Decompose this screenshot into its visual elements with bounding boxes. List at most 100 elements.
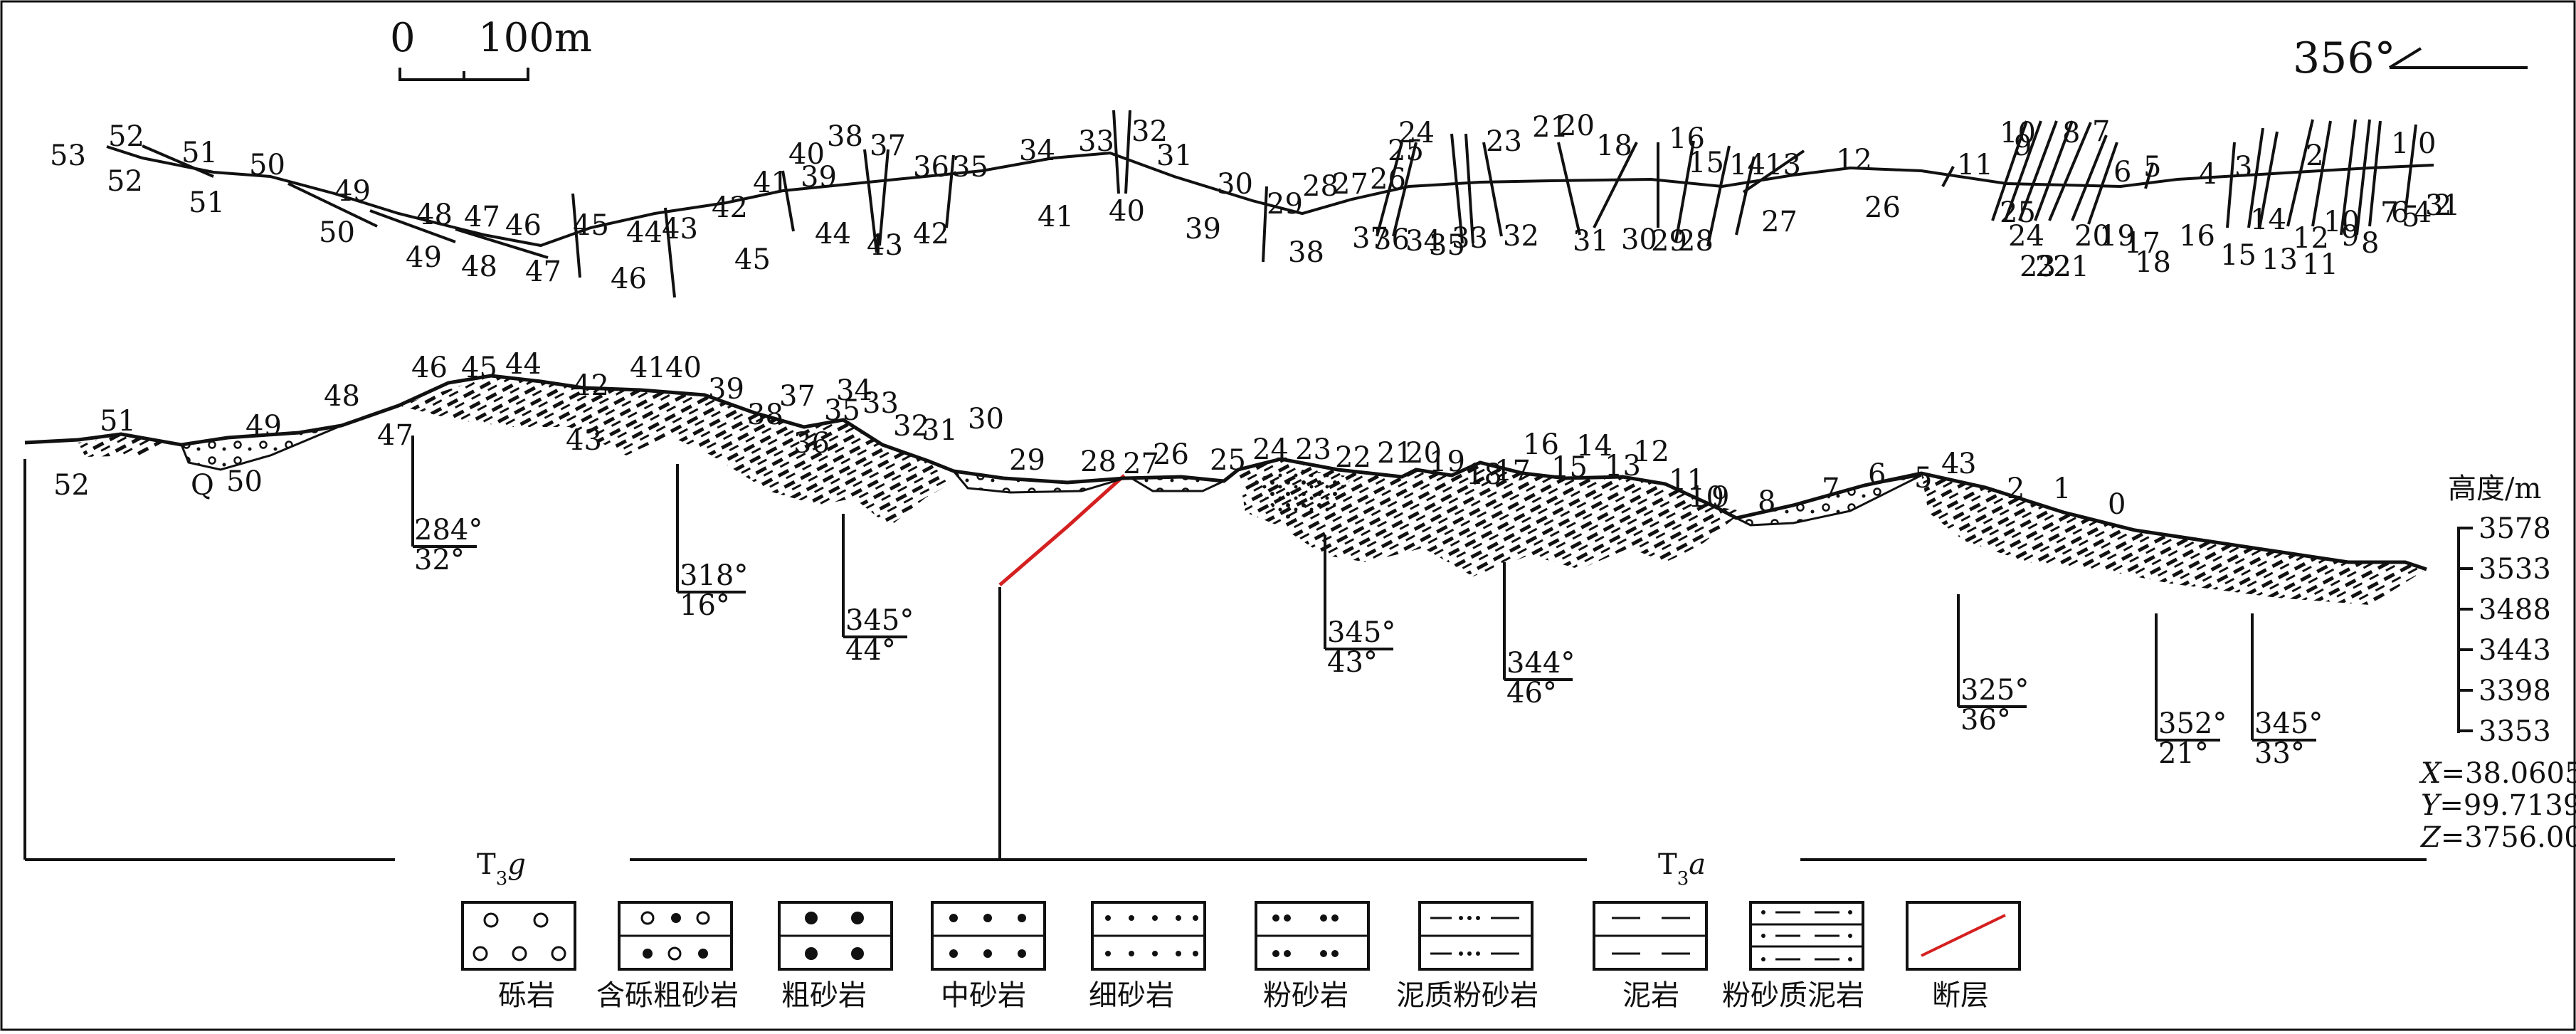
section-label: 0 — [2108, 488, 2126, 521]
plan-label: 4 — [2414, 196, 2432, 229]
plan-label: 22 — [2035, 250, 2071, 283]
plan-label: 26 — [1864, 191, 1901, 224]
plan-label: 33 — [1078, 125, 1114, 158]
legend-label: 粉砂岩 — [1263, 979, 1348, 1012]
section-label: 41 — [630, 352, 666, 384]
section-label: 14 — [1576, 430, 1612, 463]
plan-label: 27 — [1761, 206, 1798, 238]
plan-label: 28 — [1677, 225, 1714, 258]
section-label: 5 — [1914, 462, 1932, 495]
attitude-stems — [411, 436, 2316, 742]
section-label: 36 — [793, 427, 830, 460]
plan-label: 39 — [801, 161, 837, 194]
plan-label: 34 — [1019, 134, 1055, 167]
svg-text:Z=3756.00: Z=3756.00 — [2419, 821, 2576, 854]
plan-label: 36 — [913, 151, 949, 184]
formation-right-name: a — [1689, 848, 1706, 881]
plan-label: 29 — [1267, 188, 1303, 221]
plan-label: 39 — [1185, 213, 1221, 246]
plan-label: 42 — [913, 218, 949, 250]
section-label: 1 — [2053, 473, 2071, 505]
section-baseline — [23, 459, 2427, 861]
legend-swatch — [461, 901, 576, 971]
scale-bar: 0 100m — [390, 15, 592, 81]
plan-label: 38 — [1288, 236, 1324, 269]
formation-left-base: T — [477, 848, 496, 881]
plan-label: 41 — [753, 167, 789, 199]
section-label: 37 — [779, 380, 815, 413]
plan-label: 3 — [2425, 189, 2443, 222]
section-label: 28 — [1080, 445, 1117, 478]
legend-swatch — [1749, 901, 1864, 971]
formation-right-base: T — [1658, 848, 1677, 881]
section-label: 51 — [100, 405, 136, 438]
plan-label: 24 — [1398, 117, 1435, 149]
plan-label: 21 — [1532, 111, 1568, 144]
legend-label: 粉砂质泥岩 — [1722, 979, 1864, 1012]
svg-text:X=38.0605: X=38.0605 — [2419, 757, 2576, 790]
formation-right: T3a — [1658, 848, 1706, 890]
plan-label: 16 — [1669, 122, 1705, 155]
plan-label: 49 — [406, 241, 442, 274]
section-label: 3 — [1958, 448, 1976, 480]
plan-label: 12 — [2293, 222, 2329, 255]
legend-label: 含砾粗砂岩 — [596, 979, 739, 1012]
plan-label: 24 — [2008, 220, 2044, 253]
plan-label: 51 — [181, 137, 218, 169]
section-label: 48 — [324, 380, 360, 413]
section-label: 13 — [1605, 450, 1641, 482]
formation-left-name: g — [507, 848, 526, 881]
legend-label: 中砂岩 — [941, 979, 1026, 1012]
legend-item-silty-mudstone: 粉砂质泥岩 — [1722, 901, 1864, 1012]
section-label: 46 — [411, 352, 448, 384]
plan-label: 23 — [2020, 250, 2056, 283]
legend-label: 砾岩 — [498, 979, 555, 1012]
legend-item-fine-sandstone: 细砂岩 — [1089, 901, 1206, 1012]
plan-label: 28 — [1302, 170, 1339, 203]
plan-label: 46 — [611, 263, 647, 295]
plan-label: 52 — [107, 165, 143, 198]
section-label: 30 — [968, 403, 1004, 436]
plan-label: 29 — [1651, 225, 1687, 258]
coord-x-value: =38.0605 — [2441, 757, 2576, 790]
section-label: 23 — [1295, 433, 1331, 466]
svg-text:T3g: T3g — [477, 848, 526, 890]
legend-label: 泥岩 — [1622, 979, 1679, 1012]
section-label: 29 — [1009, 444, 1045, 477]
fault-line — [998, 474, 1126, 586]
section-label: 27 — [1123, 448, 1159, 480]
plan-label: 17 — [2124, 227, 2160, 260]
section-label: 35 — [824, 394, 860, 427]
attitude-labels: 284°32°318°16°345°44°345°43°344°46°325°3… — [414, 514, 2323, 770]
plan-label: 30 — [1621, 223, 1657, 256]
attitude-strike: 345° — [845, 604, 914, 637]
elevation-tick-label: 3443 — [2479, 634, 2551, 667]
fine-sand-lens — [1252, 470, 1352, 519]
legend-label: 粗砂岩 — [781, 979, 867, 1012]
plan-label: 10 — [2000, 117, 2036, 149]
plan-label: 40 — [788, 138, 825, 171]
plan-label: 21 — [2053, 250, 2089, 283]
elevation-tick-label: 3488 — [2479, 594, 2551, 626]
attitude-dip: 36° — [1960, 704, 2011, 737]
coord-z-label: Z — [2419, 821, 2442, 854]
plan-label: 19 — [2099, 220, 2136, 253]
plan-label: 44 — [815, 218, 851, 250]
section-label: 43 — [566, 424, 602, 457]
plan-label: 8 — [2062, 117, 2080, 149]
coord-x-label: X — [2419, 757, 2442, 790]
plan-label: 45 — [734, 243, 771, 276]
plan-label: 45 — [573, 209, 609, 242]
plan-label: 31 — [1573, 225, 1609, 258]
azimuth-indicator: 356° — [2293, 33, 2528, 83]
attitude-dip: 16° — [680, 589, 730, 622]
attitude-strike: 325° — [1960, 674, 2029, 707]
attitude-strike: 318° — [680, 559, 748, 592]
attitude-dip: 43° — [1327, 646, 1378, 679]
plan-label: 38 — [827, 120, 863, 153]
